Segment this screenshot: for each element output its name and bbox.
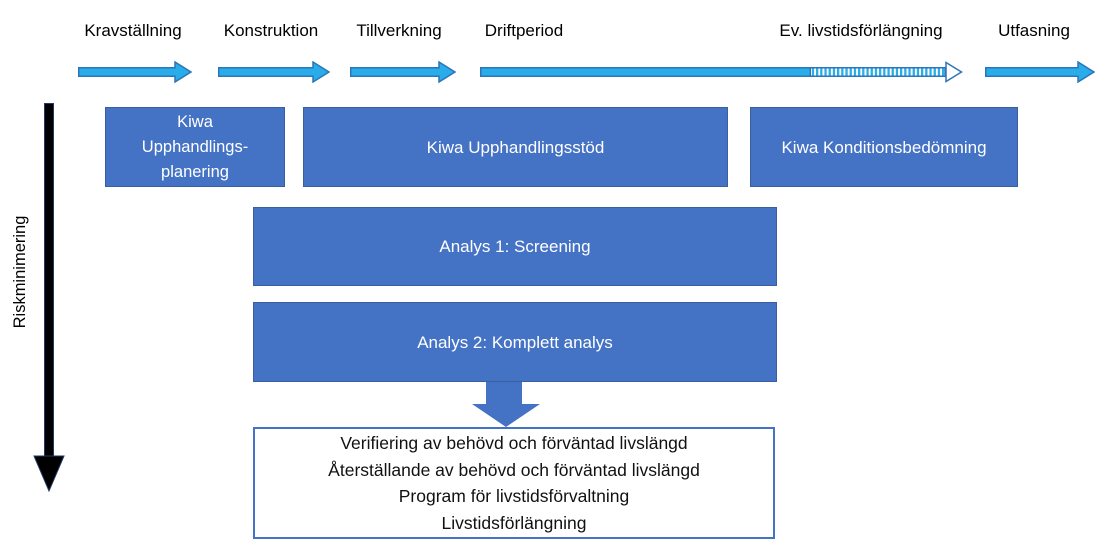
box-analys-2-label: Analys 2: Komplett analys: [417, 332, 613, 352]
box-analys-2-komplett-analys: Analys 2: Komplett analys: [253, 302, 777, 382]
timeline-arrow-driftperiod-livstidsforlangning-icon: [480, 61, 963, 83]
box-kiwa-upphandlingsplanering-line3: planering: [161, 162, 229, 181]
box-kiwa-upphandlingsplanering-line2: Upphandlings-: [141, 137, 249, 156]
phase-label-driftperiod: Driftperiod: [484, 21, 564, 40]
outcomes-box: Verifiering av behövd och förväntad livs…: [253, 427, 775, 539]
phase-label-kravstallning: Kravställning: [84, 21, 182, 40]
box-analys-1-label: Analys 1: Screening: [439, 237, 591, 256]
outcome-line-forlangning: Livstidsförlängning: [441, 512, 587, 533]
phase-label-tillverkning: Tillverkning: [356, 21, 442, 40]
phase-label-livstidsforlangning: Ev. livstidsförlängning: [779, 21, 943, 40]
box-kiwa-konditionsbedomning: Kiwa Konditionsbedömning: [750, 107, 1018, 187]
outcome-line-program: Program för livstidsförvaltning: [398, 486, 630, 506]
risk-minimization-arrow-icon: [33, 103, 65, 493]
outcome-line-aterstallande: Återställande av behövd och förväntad li…: [328, 459, 700, 480]
risk-axis-label: Riskminimering: [11, 215, 29, 329]
outcome-line-verifiering: Verifiering av behövd och förväntad livs…: [340, 433, 688, 453]
timeline-arrow-tillverkning-icon: [350, 61, 456, 83]
timeline-arrow-kravstallning-icon: [78, 61, 192, 83]
box-analys-1-screening: Analys 1: Screening: [253, 207, 777, 286]
phase-label-konstruktion: Konstruktion: [223, 21, 319, 40]
box-kiwa-upphandlingsstod: Kiwa Upphandlingsstöd: [303, 107, 728, 187]
box-kiwa-upphandlingsstod-label: Kiwa Upphandlingsstöd: [426, 137, 605, 157]
box-kiwa-upphandlingsplanering: Kiwa Upphandlings- planering: [105, 107, 285, 187]
box-kiwa-upphandlingsplanering-line1: Kiwa: [177, 112, 213, 131]
box-kiwa-konditionsbedomning-label: Kiwa Konditionsbedömning: [781, 137, 987, 157]
timeline-arrow-utfasning-icon: [985, 61, 1095, 83]
down-arrow-icon: [472, 382, 540, 427]
timeline-arrow-konstruktion-icon: [218, 61, 330, 83]
phase-label-utfasning: Utfasning: [998, 21, 1070, 40]
